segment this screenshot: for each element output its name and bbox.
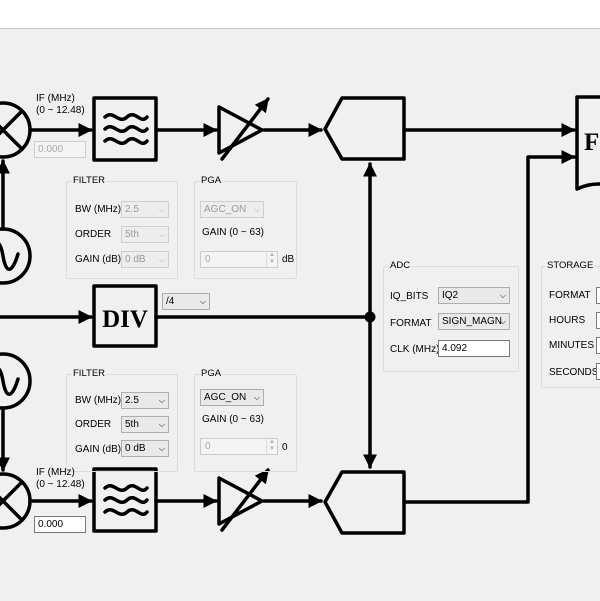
- adc-group: [383, 266, 519, 372]
- bottom-pga-mode-select[interactable]: AGC_ON⌵: [200, 389, 264, 406]
- top-filter-group: [66, 181, 178, 279]
- fifo-label: F: [584, 129, 599, 156]
- top-filter-order-select[interactable]: 5th⌵: [121, 226, 169, 243]
- divider-select[interactable]: /4⌵: [162, 293, 210, 310]
- bottom-filter-title: FILTER: [72, 368, 107, 379]
- divider-label: DIV: [102, 306, 148, 333]
- pga-bottom-icon: [217, 468, 270, 532]
- storage-title: STORAGE: [546, 260, 595, 271]
- fifo-block-icon: [575, 95, 600, 191]
- storage-hours-input[interactable]: [596, 312, 600, 329]
- adc-title: ADC: [389, 260, 412, 271]
- adc-format-select[interactable]: SIGN_MAGN⌵: [438, 313, 510, 330]
- adc-top-icon: [323, 96, 406, 161]
- bottom-filter-order-select[interactable]: 5th⌵: [121, 416, 169, 433]
- storage-format-label: FORMAT: [549, 290, 591, 301]
- bottom-if-label: IF (MHz): [36, 467, 75, 478]
- top-filter-order-label: ORDER: [75, 229, 112, 240]
- storage-hours-label: HOURS: [549, 315, 586, 326]
- bottom-if-input[interactable]: 0.000: [34, 516, 86, 533]
- bottom-pga-gain-spinner[interactable]: 0▲▼: [200, 438, 278, 455]
- top-if-range: (0 ~ 12.48): [36, 105, 85, 116]
- bottom-pga-group: [194, 374, 297, 472]
- bottom-if-range: (0 ~ 12.48): [36, 479, 85, 490]
- top-filter-gain-select[interactable]: 0 dB⌵: [121, 251, 169, 268]
- top-pga-unit: dB: [282, 254, 295, 265]
- bottom-pga-unit: 0: [282, 442, 288, 453]
- top-filter-gain-label: GAIN (dB): [75, 254, 122, 265]
- adc-format-label: FORMAT: [390, 318, 432, 329]
- block-diagram-panel: DIV F IF (MHz) (0 ~ 12.48) 0.000 FILTER …: [0, 28, 600, 601]
- bottom-filter-bw-select[interactable]: 2.5⌵: [121, 392, 169, 409]
- top-filter-bw-label: BW (MHz): [75, 204, 122, 215]
- storage-seconds-input[interactable]: [596, 363, 600, 380]
- bottom-pga-gain-label: GAIN (0 ~ 63): [202, 414, 264, 425]
- bottom-filter-group: [66, 374, 178, 472]
- bottom-filter-gain-label: GAIN (dB): [75, 444, 122, 455]
- top-if-label: IF (MHz): [36, 93, 75, 104]
- storage-minutes-input[interactable]: [596, 337, 600, 354]
- top-filter-title: FILTER: [72, 175, 107, 186]
- oscillator-bottom-icon: [0, 352, 32, 410]
- storage-format-select[interactable]: [596, 287, 600, 304]
- adc-clk-input[interactable]: 4.092: [438, 340, 510, 357]
- bottom-filter-order-label: ORDER: [75, 419, 112, 430]
- storage-seconds-label: SECONDS: [549, 367, 599, 378]
- adc-iq-bits-label: IQ_BITS: [390, 291, 429, 302]
- bottom-pga-title: PGA: [200, 368, 223, 379]
- top-pga-gain-spinner[interactable]: 0▲▼: [200, 251, 278, 268]
- top-filter-bw-select[interactable]: 2.5⌵: [121, 201, 169, 218]
- pga-top-icon: [217, 97, 270, 161]
- oscillator-top-icon: [0, 227, 32, 285]
- top-if-input[interactable]: 0.000: [34, 141, 86, 158]
- signal-chain-diagram: DIV F: [0, 95, 600, 535]
- bottom-filter-gain-select[interactable]: 0 dB⌵: [121, 440, 169, 457]
- filter-bottom-icon: [92, 467, 158, 533]
- bottom-filter-bw-label: BW (MHz): [75, 395, 122, 406]
- mixer-bottom-icon: [0, 472, 32, 530]
- top-pga-gain-label: GAIN (0 ~ 63): [202, 227, 264, 238]
- adc-iq-bits-select[interactable]: IQ2⌵: [438, 287, 510, 304]
- top-pga-title: PGA: [200, 175, 223, 186]
- adc-bottom-icon: [323, 470, 406, 535]
- adc-clk-label: CLK (MHz): [390, 344, 440, 355]
- mixer-top-icon: [0, 101, 32, 159]
- top-pga-mode-select[interactable]: AGC_ON⌵: [200, 201, 264, 218]
- filter-top-icon: [92, 96, 158, 162]
- storage-minutes-label: MINUTES: [549, 340, 594, 351]
- top-pga-group: [194, 181, 297, 279]
